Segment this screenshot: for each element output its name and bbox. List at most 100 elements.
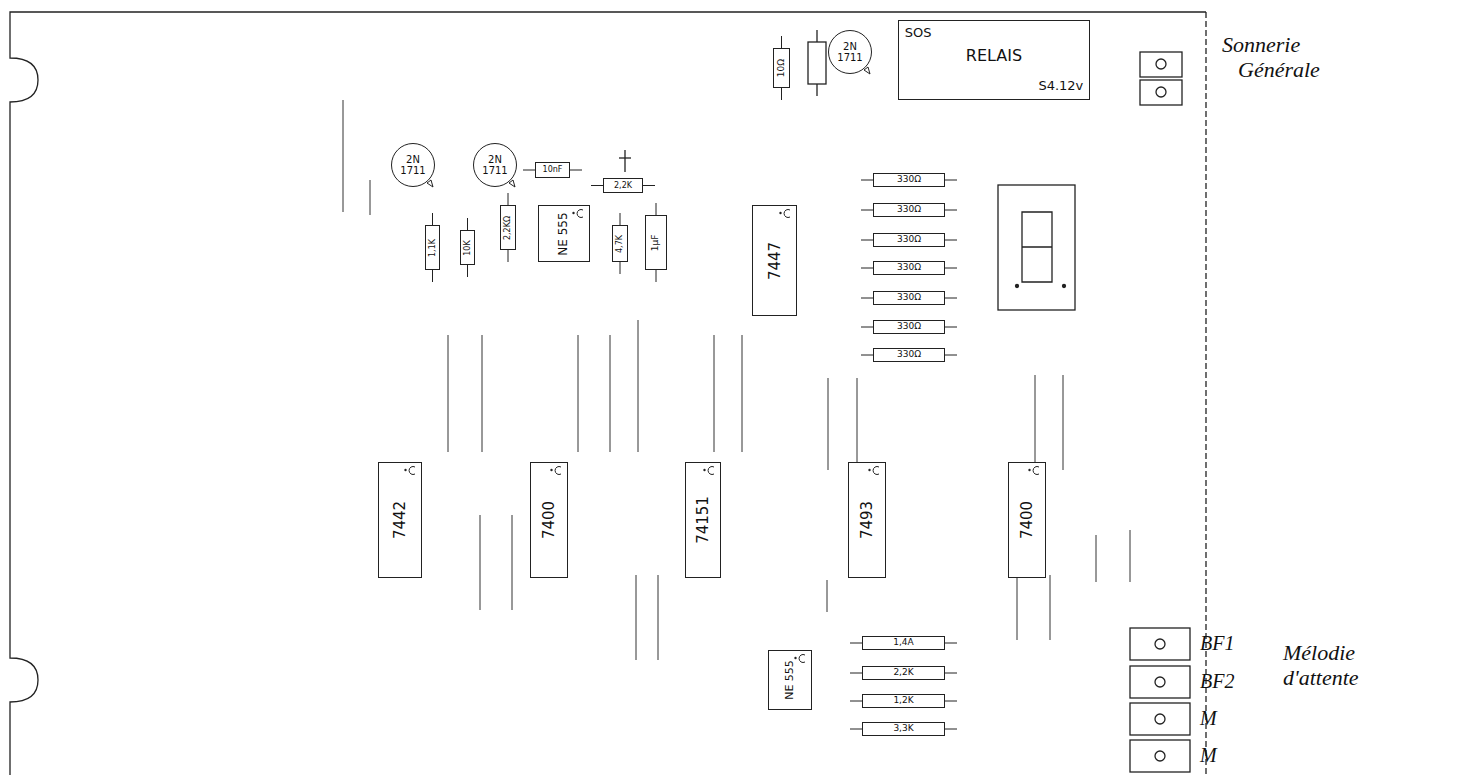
component-label: 330Ω xyxy=(897,263,921,273)
lead-line xyxy=(508,193,509,205)
lead-line xyxy=(643,185,655,186)
lead-line xyxy=(432,213,433,225)
resistor-symbol: 1,4A xyxy=(862,636,945,650)
lead-line xyxy=(467,265,468,277)
lead-line xyxy=(945,298,957,299)
component-label: 2,2K xyxy=(614,181,632,190)
lead-line xyxy=(945,240,957,241)
pin-one-dot xyxy=(550,469,552,471)
component-label: 2,2KΩ xyxy=(504,215,513,239)
lead-line xyxy=(861,268,873,269)
component-label: 7493 xyxy=(859,501,876,539)
ic-notch xyxy=(1033,467,1039,475)
component-label: 2,2K xyxy=(893,668,913,678)
pin-one-dot xyxy=(703,469,705,471)
terminal-block xyxy=(1130,628,1190,660)
component-label: 330Ω xyxy=(897,322,921,332)
ic-notch xyxy=(784,210,790,218)
capacitor-symbol xyxy=(808,42,826,84)
ic-package: 7400 xyxy=(530,462,568,578)
lead-line xyxy=(656,203,657,215)
lead-line xyxy=(620,262,621,274)
resistor-symbol: 330Ω xyxy=(873,203,945,217)
ic-notch xyxy=(550,465,564,477)
component-label: 10Ω xyxy=(777,59,787,77)
lead-line xyxy=(508,250,509,262)
decimal-point xyxy=(1063,285,1066,288)
component-label: RELAIS xyxy=(966,47,1022,65)
terminal-block xyxy=(1140,52,1182,77)
component-label: S4.12v xyxy=(1038,78,1083,92)
board-outline xyxy=(10,12,1206,775)
resistor-symbol: 1,2K xyxy=(862,694,945,708)
lead-line xyxy=(570,170,582,171)
ic-notch xyxy=(779,208,793,220)
component-label: 330Ω xyxy=(897,235,921,245)
ic-notch xyxy=(799,655,805,663)
component-label: 1,4A xyxy=(893,638,913,648)
resistor-symbol: 2,2K xyxy=(862,666,945,680)
component-label: 2N 1711 xyxy=(399,154,427,176)
lead-line xyxy=(861,240,873,241)
seven-segment-display xyxy=(998,185,1075,310)
terminal-screw xyxy=(1155,677,1165,687)
resistor-symbol: 2,2K xyxy=(603,178,643,193)
lead-line xyxy=(945,643,957,644)
resistor-symbol: 2,2KΩ xyxy=(500,205,516,250)
ic-package: 7442 xyxy=(378,462,422,578)
lead-line xyxy=(945,268,957,269)
pin-one-dot xyxy=(572,212,574,214)
component-label: 7400 xyxy=(1019,501,1036,539)
ic-notch xyxy=(1028,465,1042,477)
ic-notch xyxy=(873,467,879,475)
transistor-symbol: 2N 1711 xyxy=(828,30,872,74)
lead-line xyxy=(945,327,957,328)
terminal-screw xyxy=(1155,714,1165,724)
lead-line xyxy=(523,170,535,171)
component-label: 10nF xyxy=(543,166,563,175)
lead-line xyxy=(467,218,468,230)
terminal-block xyxy=(1130,666,1190,698)
ic-notch xyxy=(868,465,882,477)
ic-notch xyxy=(794,653,808,665)
pin-one-dot xyxy=(1028,469,1030,471)
pin-one-dot xyxy=(404,469,406,471)
resistor-symbol: 10K xyxy=(460,230,475,265)
lead-line xyxy=(945,180,957,181)
component-label: 4,7K xyxy=(616,235,625,253)
resistor-symbol: 10Ω xyxy=(773,48,790,88)
lead-line xyxy=(781,88,782,100)
lead-line xyxy=(945,701,957,702)
component-label: 1,2K xyxy=(893,696,913,706)
component-label: SOS xyxy=(905,26,932,40)
resistor-symbol: 330Ω xyxy=(873,233,945,247)
pin-one-dot xyxy=(868,469,870,471)
component-label: 330Ω xyxy=(897,293,921,303)
component-label: 330Ω xyxy=(897,350,921,360)
lead-line xyxy=(945,210,957,211)
component-label: 3,3K xyxy=(893,724,913,734)
resistor-symbol: 330Ω xyxy=(873,348,945,362)
lead-line xyxy=(816,30,817,42)
ground-symbol xyxy=(619,157,631,158)
pin-one-dot xyxy=(779,212,781,214)
resistor-symbol: 3,3K xyxy=(862,722,945,736)
lead-line xyxy=(781,36,782,48)
ic-notch xyxy=(409,467,415,475)
lead-line xyxy=(861,355,873,356)
lead-line xyxy=(816,84,817,96)
ic-package: 7400 xyxy=(1008,462,1046,578)
component-label: NE 555 xyxy=(784,660,796,700)
lead-line xyxy=(945,729,957,730)
ic-notch xyxy=(708,467,714,475)
terminal-screw xyxy=(1155,751,1165,761)
terminal-screw xyxy=(1156,59,1166,69)
relay-box: SOS RELAIS S4.12v xyxy=(898,20,1090,100)
seven-segment-digit xyxy=(1022,212,1052,282)
component-label: 7442 xyxy=(392,501,409,539)
component-label: 74151 xyxy=(695,496,712,544)
resistor-symbol: 1µF xyxy=(645,215,667,270)
resistor-symbol: 330Ω xyxy=(873,173,945,187)
